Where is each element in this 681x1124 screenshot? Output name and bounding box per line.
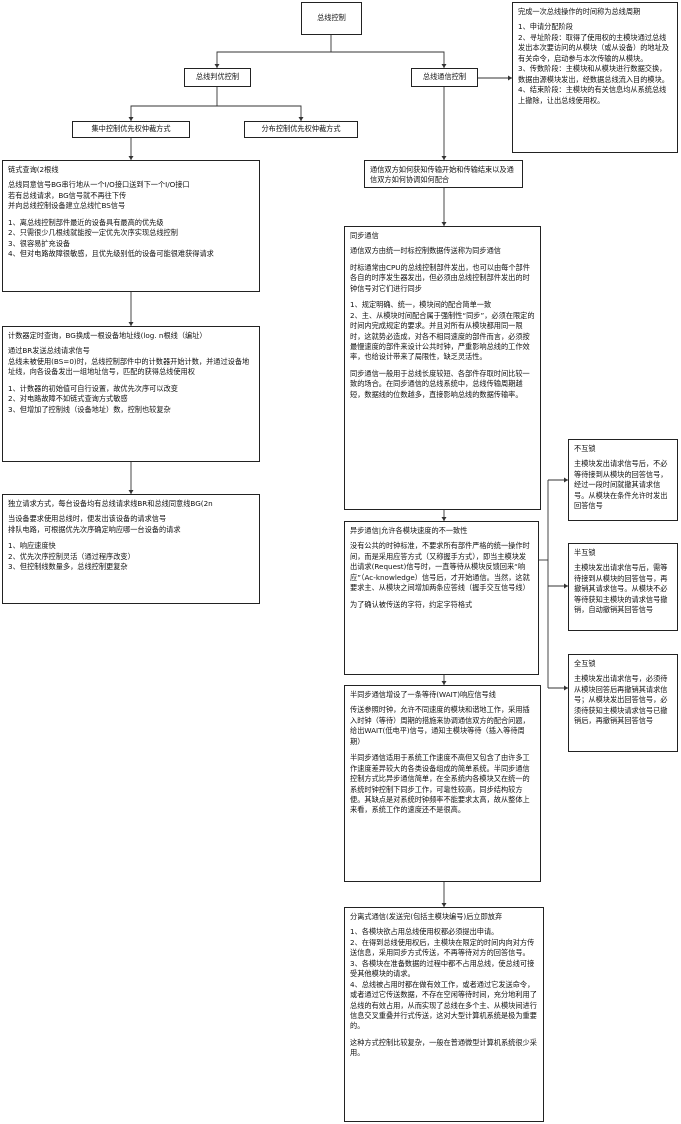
node-text: 1、离总线控制部件最近的设备具有最高的优先级 2、只需很少几根线就能按一定优先次… [8, 217, 214, 259]
node-centralized-arbitration[interactable]: 集中控制优先权仲裁方式 [72, 121, 190, 138]
node-text: 1、申请分配阶段 2、寻址阶段：取得了使用权的主模块通过总线发出本次要访问的从模… [518, 22, 669, 105]
node-bus-communication[interactable]: 总线通信控制 [411, 68, 478, 87]
node-text: 半同步通信适用于系统工作速度不高但又包含了由许多工作速度差异较大的各类设备组成的… [350, 753, 530, 815]
node-title: 分离式通信(发送完(包括主模块编号)后立即放弃 [350, 912, 503, 921]
node-semisync-communication[interactable]: 半同步通信增设了一条等待(WAIT)响应信号线 传送参照时钟，允许不同速度的模块… [344, 685, 541, 882]
node-sync-communication[interactable]: 同步通信 通信双方由统一时标控制数据传送称为同步通信 时标通常由CPU的总线控制… [344, 226, 541, 510]
node-text: 没有公共的时钟标准，不要求所有部件严格的统一操作时间，而是采用应答方式（又称握手… [350, 541, 530, 593]
node-text: 这种方式控制比较复杂，一般在普通微型计算机系统很少采用。 [350, 1037, 537, 1058]
node-text: 1、计数器的初始值可自行设置，故优先次序可以改变 2、对电路故障不如链式查询方式… [8, 383, 178, 414]
node-title: 集中控制优先权仲裁方式 [91, 124, 171, 134]
node-daisy-chain[interactable]: 链式查询(2根线 总线同意信号BG串行地从一个I/O接口送到下一个I/O接口 若… [2, 160, 260, 292]
node-title: 总线判优控制 [195, 72, 240, 82]
node-title: 半互锁 [574, 548, 596, 557]
node-text: 通信双方如何获知传输开始和传输结束以及通信双方如何协调如何配合 [370, 165, 514, 185]
node-title: 独立请求方式，每台设备均有总线请求线BR和总线同意线BG(2n [8, 499, 213, 508]
node-counter-polling[interactable]: 计数器定时查询，BG换成一根设备地址线(log. n根线（编址） 通过BR发送总… [2, 326, 260, 462]
node-title: 链式查询(2根线 [8, 165, 59, 174]
node-independent-request[interactable]: 独立请求方式，每台设备均有总线请求线BR和总线同意线BG(2n 当设备要求使用总… [2, 494, 260, 604]
node-split-communication[interactable]: 分离式通信(发送完(包括主模块编号)后立即放弃 1、各模块欲占用总线使用权都必须… [344, 907, 544, 1122]
node-title: 不互锁 [574, 444, 596, 453]
node-title: 同步通信 [350, 231, 379, 240]
node-title: 总线控制 [317, 13, 346, 23]
node-bus-cycle[interactable]: 完成一次总线操作的时间称为总线周期 1、申请分配阶段 2、寻址阶段：取得了使用权… [512, 2, 678, 153]
node-distributed-arbitration[interactable]: 分布控制优先权仲裁方式 [244, 121, 358, 138]
node-text: 同步通信一般用于总线长度较短、各部件存取时间比较一致的场合。在同步通信的总线系统… [350, 368, 530, 399]
node-communication-question[interactable]: 通信双方如何获知传输开始和传输结束以及通信双方如何协调如何配合 [364, 160, 523, 188]
node-bus-control[interactable]: 总线控制 [301, 2, 362, 35]
node-text: 为了确认被传送的字符，约定字符格式 [350, 599, 473, 609]
node-text: 主模块发出请求信号，必须待从模块回答后再撤销其请求信号；从模块发出回答信号，必须… [574, 674, 668, 726]
node-title: 完成一次总线操作的时间称为总线周期 [518, 7, 641, 16]
node-async-no-interlock[interactable]: 不互锁 主模块发出请求信号后，不必等待接到从模块的回答信号，经过一段时间就撤其请… [568, 439, 678, 521]
node-async-communication[interactable]: 异步通信|允许各模块速度的不一致性 没有公共的时钟标准，不要求所有部件严格的统一… [344, 521, 539, 675]
node-title: 全互锁 [574, 659, 596, 668]
node-text: 通信双方由统一时标控制数据传送称为同步通信 [350, 246, 501, 256]
node-text: 主模块发出请求信号后，需等待接到从模块的回答信号，再撤销其请求信号。从模块不必等… [574, 563, 668, 615]
node-text: 传送参照时钟，允许不同速度的模块和谐地工作，采用插入时钟（等待）周期的措施来协调… [350, 705, 530, 746]
node-title: 总线通信控制 [422, 72, 467, 82]
node-text: 主模块发出请求信号后，不必等待接到从模块的回答信号，经过一段时间就撤其请求信号。… [574, 459, 668, 511]
node-text: 通过BR发送总线请求信号 总线未被使用(BS=0)时，总线控制部件中的计数器开始… [8, 346, 250, 377]
node-text: 时标通常由CPU的总线控制部件发出，也可以由每个部件各自的时序发生器发出，但必须… [350, 262, 530, 293]
node-async-full-interlock[interactable]: 全互锁 主模块发出请求信号，必须待从模块回答后再撤销其请求信号；从模块发出回答信… [568, 654, 678, 752]
node-text: 总线同意信号BG串行地从一个I/O接口送到下一个I/O接口 若有总线请求，BG信… [8, 180, 190, 211]
node-text: 1、规定明确、统一，模块间的配合简单一致 2、主、从模块时间配合属于强制性“同步… [350, 300, 535, 362]
node-async-half-interlock[interactable]: 半互锁 主模块发出请求信号后，需等待接到从模块的回答信号，再撤销其请求信号。从模… [568, 543, 678, 631]
node-bus-arbitration[interactable]: 总线判优控制 [184, 68, 251, 87]
node-title: 半同步通信增设了一条等待(WAIT)响应信号线 [350, 690, 496, 699]
node-title: 分布控制优先权仲裁方式 [261, 124, 341, 134]
node-text: 当设备要求使用总线时，便发出该设备的请求信号 排队电路，可根据优先次序确定响应哪… [8, 514, 181, 534]
node-title: 异步通信|允许各模块速度的不一致性 [350, 526, 468, 535]
node-text: 1、响应速度快 2、优先次序控制灵活（通过程序改变） 3、但控制线数量多，总线控… [8, 541, 135, 572]
node-text: 1、各模块欲占用总线使用权都必须提出申请。 2、在得到总线使用权后，主模块在限定… [350, 927, 537, 1031]
node-title: 计数器定时查询，BG换成一根设备地址线(log. n根线（编址） [8, 331, 207, 340]
